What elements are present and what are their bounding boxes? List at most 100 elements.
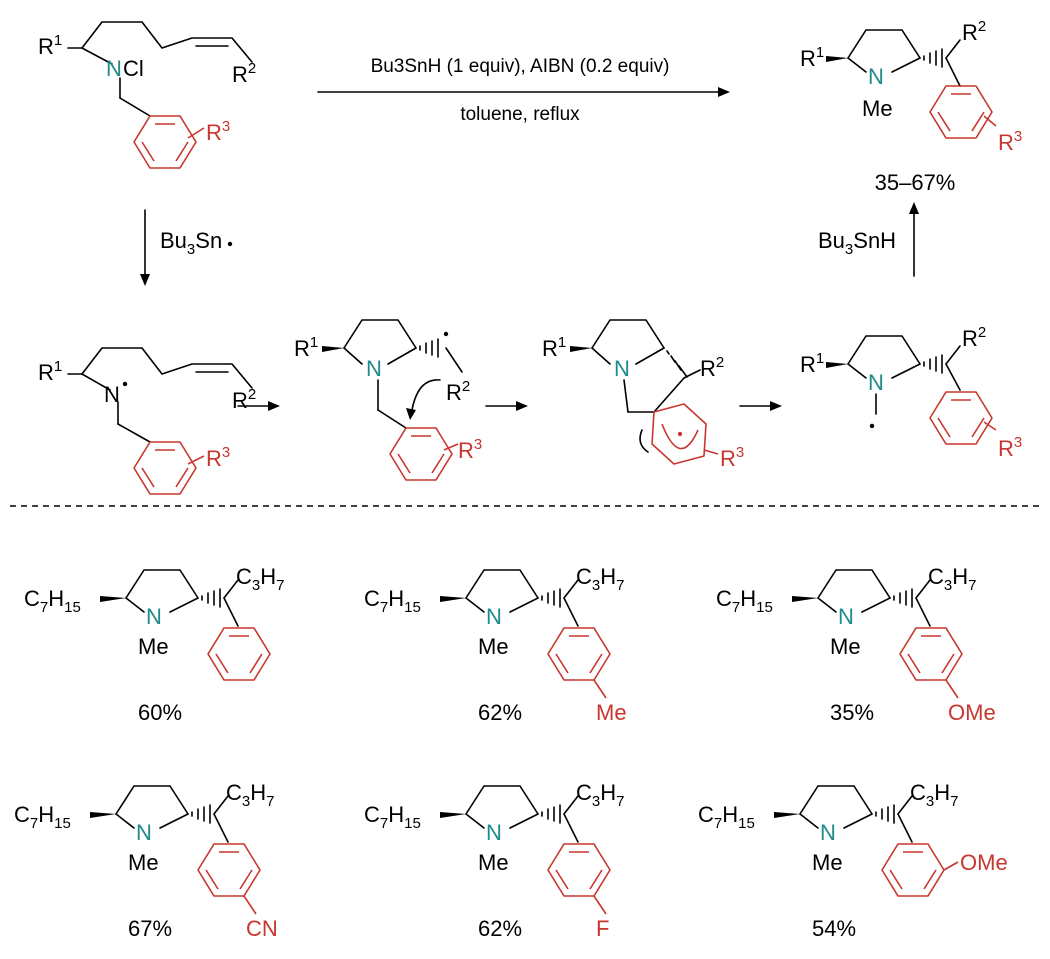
radical-dot <box>227 241 233 247</box>
alkyl-chain-label: C7H15 <box>698 802 755 832</box>
intermediate-n-methyl-radical: R1 N R2 R3 <box>800 324 1022 461</box>
example-n: N <box>486 604 502 629</box>
intermediate-aminyl-radical: R1 N R2 R3 <box>38 347 256 495</box>
pyrrolidine-ring <box>115 785 189 815</box>
aryl-substituent: OMe <box>948 700 996 725</box>
aryl-ring <box>197 843 261 897</box>
aryl-ring <box>207 627 271 681</box>
aryl-ring <box>899 627 963 681</box>
example-me: Me <box>830 634 861 659</box>
example-yield: 35% <box>830 700 874 725</box>
example-yield: 60% <box>138 700 182 725</box>
int2-r3: R3 <box>458 436 482 463</box>
starting-material: R1 N Cl R2 R3 <box>38 21 256 169</box>
int4-n: N <box>868 370 884 395</box>
int1-r3: R3 <box>206 444 230 471</box>
aryl-ring <box>547 843 611 897</box>
propyl-label: C3H7 <box>910 780 958 810</box>
example-n: N <box>486 820 502 845</box>
example-n: N <box>146 604 162 629</box>
int1-r1: R1 <box>38 358 62 385</box>
arrow-3-head <box>770 401 782 411</box>
down-arrow: Bu3Sn <box>140 209 233 286</box>
aryl-substituent: F <box>596 916 609 941</box>
int2-n: N <box>366 356 382 381</box>
up-arrow: Bu3SnH <box>818 202 919 277</box>
example-yield: 67% <box>128 916 172 941</box>
hashed-bond <box>923 48 943 68</box>
int4-radical-dot <box>869 423 875 429</box>
example-me: Me <box>812 850 843 875</box>
int3-r1: R1 <box>542 334 566 361</box>
aryl-substituent: Me <box>596 700 627 725</box>
int3-n: N <box>614 356 630 381</box>
int1-n: N <box>104 382 120 407</box>
example-n: N <box>136 820 152 845</box>
wedge-bond <box>90 812 116 818</box>
product-r1: R1 <box>800 44 824 71</box>
alkyl-chain-label: C7H15 <box>364 586 421 616</box>
example-me: Me <box>478 850 509 875</box>
int4-r2: R2 <box>962 324 986 351</box>
int1-radical-dot <box>122 381 128 387</box>
int2-r1: R1 <box>294 334 318 361</box>
product-r3: R3 <box>998 128 1022 155</box>
intermediate-spiro-radical: R1 N R2 R3 <box>542 319 744 471</box>
wedge-bond <box>440 812 466 818</box>
r1-label: R1 <box>38 32 62 59</box>
pyrrolidine-ring <box>465 785 539 815</box>
product: R1 N Me R2 R3 35–67% <box>800 18 1022 195</box>
example-me: Me <box>128 850 159 875</box>
int3-r3: R3 <box>720 444 744 471</box>
r2-label: R2 <box>232 60 256 87</box>
example-yield: 62% <box>478 700 522 725</box>
int4-r3: R3 <box>998 434 1022 461</box>
product-n: N <box>868 64 884 89</box>
example-me: Me <box>138 634 169 659</box>
example-yield: 62% <box>478 916 522 941</box>
pyrrolidine-ring <box>817 569 891 599</box>
tin-radical-label: Bu3Sn <box>160 228 222 258</box>
pyrrolidine-ring <box>799 785 873 815</box>
alkyl-chain-label: C7H15 <box>716 586 773 616</box>
product-me: Me <box>862 96 893 121</box>
aryl-substituent: OMe <box>960 850 1008 875</box>
product-r2: R2 <box>962 18 986 45</box>
aryl-ring <box>547 627 611 681</box>
propyl-label: C3H7 <box>576 780 624 810</box>
propyl-label: C3H7 <box>236 564 284 594</box>
nitrogen-label: N <box>106 56 122 81</box>
example-n: N <box>838 604 854 629</box>
alkyl-chain-label: C7H15 <box>364 802 421 832</box>
tin-hydride-label: Bu3SnH <box>818 228 896 258</box>
propyl-label: C3H7 <box>226 780 274 810</box>
int3-radical-dot <box>677 431 683 437</box>
int4-r1: R1 <box>800 350 824 377</box>
example-me: Me <box>478 634 509 659</box>
chloro-label: Cl <box>123 56 144 81</box>
main-arrow: Bu3SnH (1 equiv), AIBN (0.2 equiv) tolue… <box>317 56 730 125</box>
conditions-top: Bu3SnH (1 equiv), AIBN (0.2 equiv) <box>371 56 670 77</box>
wedge-bond <box>100 596 126 602</box>
example-n: N <box>820 820 836 845</box>
overall-yield: 35–67% <box>875 170 956 195</box>
arrow-1-head <box>268 401 280 411</box>
alkyl-chain-label: C7H15 <box>14 802 71 832</box>
alkyl-chain-label: C7H15 <box>24 586 81 616</box>
int3-r2: R2 <box>700 354 724 381</box>
r3-label: R3 <box>206 118 230 145</box>
arrow-2-head <box>516 401 528 411</box>
example-yield: 54% <box>812 916 856 941</box>
aryl-substituent: CN <box>246 916 278 941</box>
int1-r2: R2 <box>232 386 256 413</box>
conditions-bottom: toluene, reflux <box>460 104 580 125</box>
aryl-ring <box>881 843 945 897</box>
int2-radical-dot <box>443 331 449 337</box>
